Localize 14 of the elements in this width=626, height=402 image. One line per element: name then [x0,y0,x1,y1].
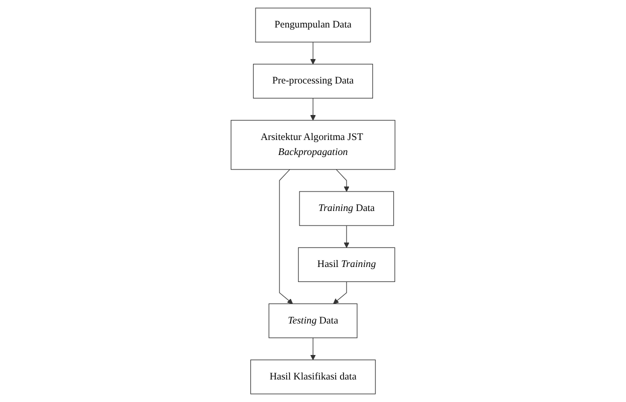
node-box: Testing Data [268,303,358,338]
arrow [336,169,350,192]
arrow [279,169,293,304]
arrow [310,98,316,121]
node-box: Arsitektur Algoritma JST Backpropagation [230,120,396,170]
arrow [310,338,316,360]
arrow [310,42,316,64]
arrow [344,225,350,248]
node-box: Hasil Klasifikasi data [250,360,376,394]
node-box: Pengumpulan Data [255,8,371,42]
arrow [333,281,347,304]
node-box: Pre-processing Data [253,64,373,99]
node-box: Hasil Training [298,247,396,282]
node-box: Training Data [299,191,394,226]
